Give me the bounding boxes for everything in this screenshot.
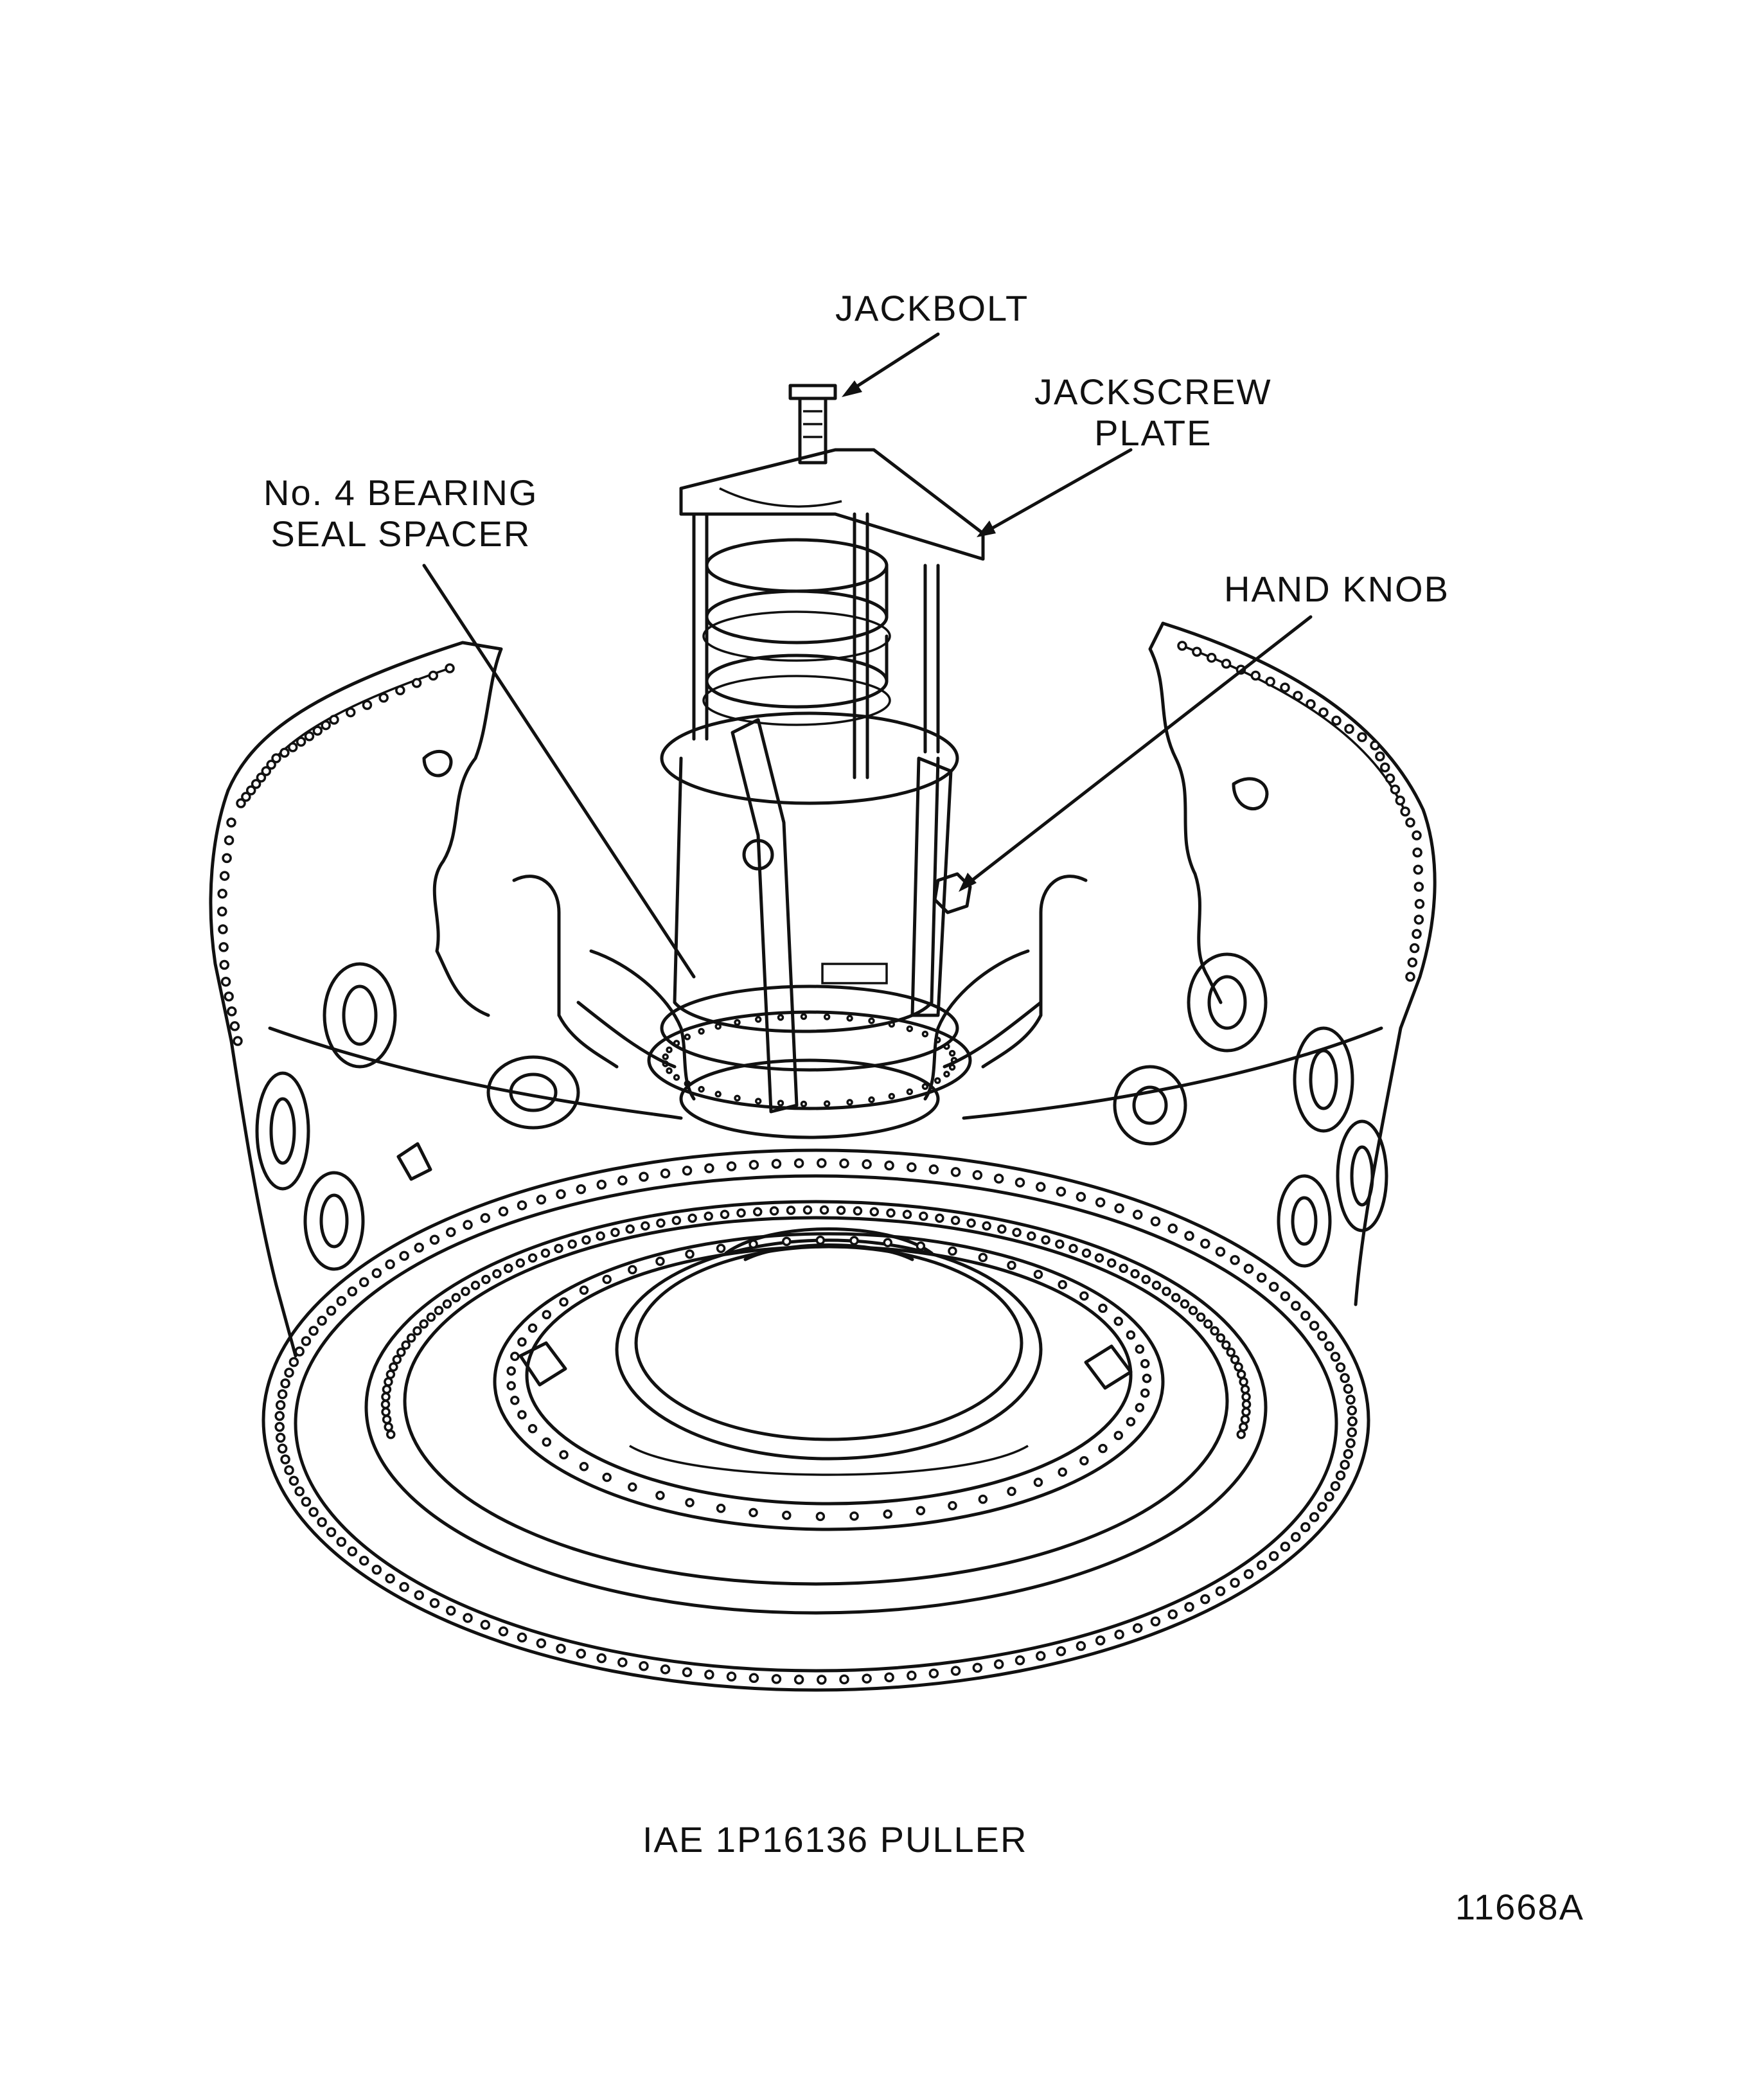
hand-knob-label: HAND KNOB <box>1224 569 1449 609</box>
leader-lines <box>422 332 1313 979</box>
jackscrew-plate-label: JACKSCREW PLATE <box>1034 371 1272 453</box>
case-bosses <box>255 749 1388 1271</box>
flange-bolt-holes <box>274 1158 1358 1685</box>
puller-assembly <box>647 384 985 1139</box>
support-struts <box>512 875 1088 1101</box>
seal-spacer-label: No. 4 BEARING SEAL SPACER <box>263 472 538 554</box>
figure-number: 11668A <box>1455 1887 1584 1927</box>
figure-caption: IAE 1P16136 PULLER <box>642 1819 1028 1860</box>
front-flange <box>261 1148 1370 1692</box>
case-bolt-holes <box>217 641 1425 1108</box>
jackbolt-label: JACKBOLT <box>835 288 1029 328</box>
